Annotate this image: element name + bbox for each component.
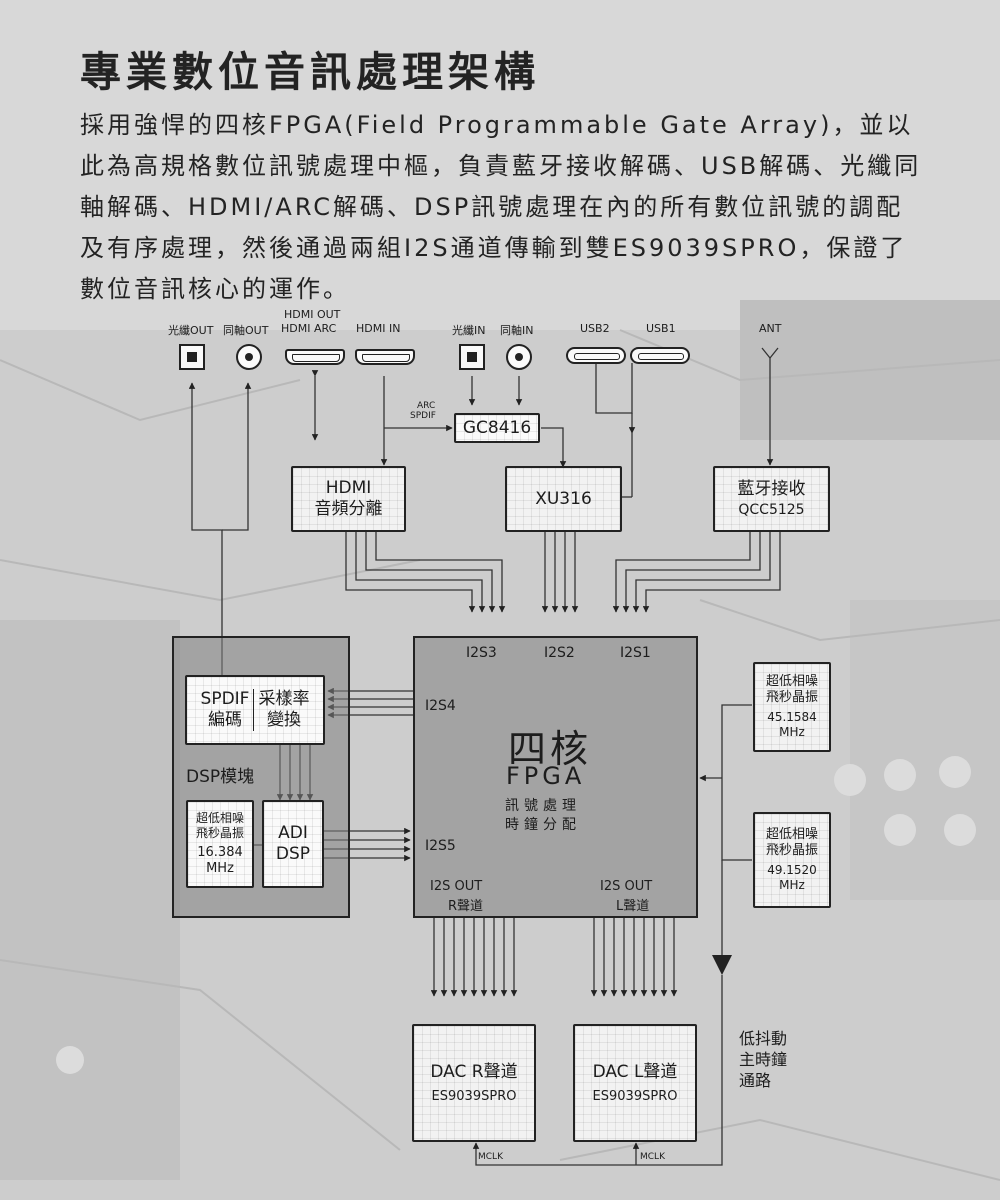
osc16-line3: 16.384 — [197, 845, 243, 860]
mclk-r-label: MCLK — [478, 1152, 503, 1162]
page-title: 專業數位音訊處理架構 — [80, 48, 540, 96]
osc16-line4: MHz — [206, 861, 234, 876]
src-line1: 采樣率 — [258, 689, 310, 709]
mclk-l-label: MCLK — [640, 1152, 665, 1162]
spdif-line2: 編碼 — [208, 710, 242, 730]
ant-symbol — [761, 347, 779, 360]
port-label-coax-out: 同軸OUT — [223, 324, 269, 337]
fpga-out-l-line2: L聲道 — [616, 899, 650, 914]
clk2-line2: 飛秒晶振 — [765, 843, 818, 858]
dac-r-line2: ES9039SPRO — [431, 1088, 517, 1104]
fpga-i2s4-label: I2S4 — [425, 698, 456, 714]
oscillator-16m-block: 超低相噪 飛秒晶振 16.384 MHz — [186, 800, 254, 888]
clk2-line1: 超低相噪 — [765, 827, 818, 842]
master-clock-line3: 通路 — [739, 1071, 772, 1090]
spdif-line1: SPDIF — [200, 689, 250, 709]
bluetooth-line2: QCC5125 — [738, 501, 805, 518]
fpga-out-l-line1: I2S OUT — [600, 879, 653, 894]
gc8416-chip: GC8416 — [454, 413, 540, 443]
port-label-optical-in: 光纖IN — [452, 324, 486, 337]
oscillator-45m-block: 超低相噪 飛秒晶振 45.1584 MHz — [753, 662, 831, 752]
intro-paragraph: 採用強悍的四核FPGA(Field Programmable Gate Arra… — [80, 111, 922, 303]
master-clock-line1: 低抖動 — [739, 1029, 788, 1048]
port-label-usb1: USB1 — [646, 322, 676, 335]
clk2-line3: 49.1520 — [767, 863, 817, 877]
optical-port-icon — [179, 344, 205, 370]
hdmi-sep-line2: 音頻分離 — [314, 499, 383, 519]
spdif-encoder-block: SPDIF 編碼 采樣率 變換 — [185, 675, 325, 745]
clk2-line4: MHz — [779, 878, 805, 892]
clock-wire — [721, 704, 752, 861]
fpga-sub-line2: 時鐘分配 — [505, 817, 581, 833]
hdmi-audio-separation-chip: HDMI 音頻分離 — [291, 466, 406, 532]
dac-l-line1: DAC L聲道 — [592, 1061, 678, 1082]
clk1-line2: 飛秒晶振 — [765, 690, 818, 705]
dac-left-chip: DAC L聲道 ES9039SPRO — [573, 1024, 697, 1142]
bluetooth-receiver-chip: 藍牙接收 QCC5125 — [713, 466, 830, 532]
port-label-hdmi-arc: HDMI ARC — [281, 322, 337, 335]
hdmi-sep-line1: HDMI — [325, 478, 372, 498]
usb-c-port-icon — [630, 347, 690, 364]
adi-line1: ADI — [278, 823, 308, 843]
fpga-i2s5-label: I2S5 — [425, 838, 456, 854]
fpga-out-r-line1: I2S OUT — [430, 879, 483, 894]
adi-dsp-chip: ADI DSP — [262, 800, 324, 888]
fpga-sub-line1: 訊號處理 — [505, 798, 581, 814]
usb-c-port-icon — [566, 347, 626, 364]
port-label-hdmi-in: HDMI IN — [356, 322, 401, 335]
master-clock-line2: 主時鐘 — [739, 1050, 788, 1069]
hdmi-port-icon — [285, 349, 345, 365]
clk1-line1: 超低相噪 — [765, 674, 818, 689]
fpga-i2s1-label: I2S1 — [620, 645, 651, 661]
xu316-chip: XU316 — [505, 466, 622, 532]
optical-port-icon — [459, 344, 485, 370]
xu316-label: XU316 — [535, 488, 592, 509]
dsp-module-label: DSP模塊 — [186, 767, 255, 787]
src-line2: 變換 — [266, 710, 301, 730]
arc-label: ARC — [417, 401, 436, 411]
fpga-title-line1: 四核 — [508, 727, 593, 771]
fpga-core — [413, 636, 698, 918]
port-label-ant: ANT — [759, 322, 782, 335]
dac-right-chip: DAC R聲道 ES9039SPRO — [412, 1024, 536, 1142]
coax-port-icon — [506, 344, 532, 370]
fpga-i2s3-label: I2S3 — [466, 645, 497, 661]
osc16-line2: 飛秒晶振 — [195, 826, 244, 840]
dac-l-line2: ES9039SPRO — [592, 1088, 678, 1104]
clk1-line3: 45.1584 — [767, 710, 817, 724]
clk1-line4: MHz — [779, 725, 805, 739]
fpga-i2s2-label: I2S2 — [544, 645, 575, 661]
dac-r-line1: DAC R聲道 — [430, 1061, 518, 1082]
hdmi-port-icon — [355, 349, 415, 365]
mclk-wire — [472, 975, 723, 1166]
fpga-out-r-line2: R聲道 — [448, 899, 484, 914]
port-label-coax-in: 同軸IN — [500, 324, 534, 337]
usb-wire — [595, 363, 633, 414]
port-label-usb2: USB2 — [580, 322, 610, 335]
port-label-hdmi-out: HDMI OUT — [284, 308, 341, 321]
gc8416-label: GC8416 — [462, 417, 532, 438]
coax-port-icon — [236, 344, 262, 370]
optical-out-wire — [188, 382, 223, 675]
osc16-line1: 超低相噪 — [195, 811, 244, 825]
adi-line2: DSP — [275, 844, 311, 864]
spdif-label: SPDIF — [410, 411, 436, 421]
gc8416-to-xu316-wire — [541, 427, 567, 468]
port-label-optical-out: 光纖OUT — [168, 324, 214, 337]
oscillator-49m-block: 超低相噪 飛秒晶振 49.1520 MHz — [753, 812, 831, 908]
coax-out-wire — [222, 382, 252, 531]
fpga-title-line2: FPGA — [506, 762, 586, 790]
bluetooth-line1: 藍牙接收 — [737, 478, 806, 499]
